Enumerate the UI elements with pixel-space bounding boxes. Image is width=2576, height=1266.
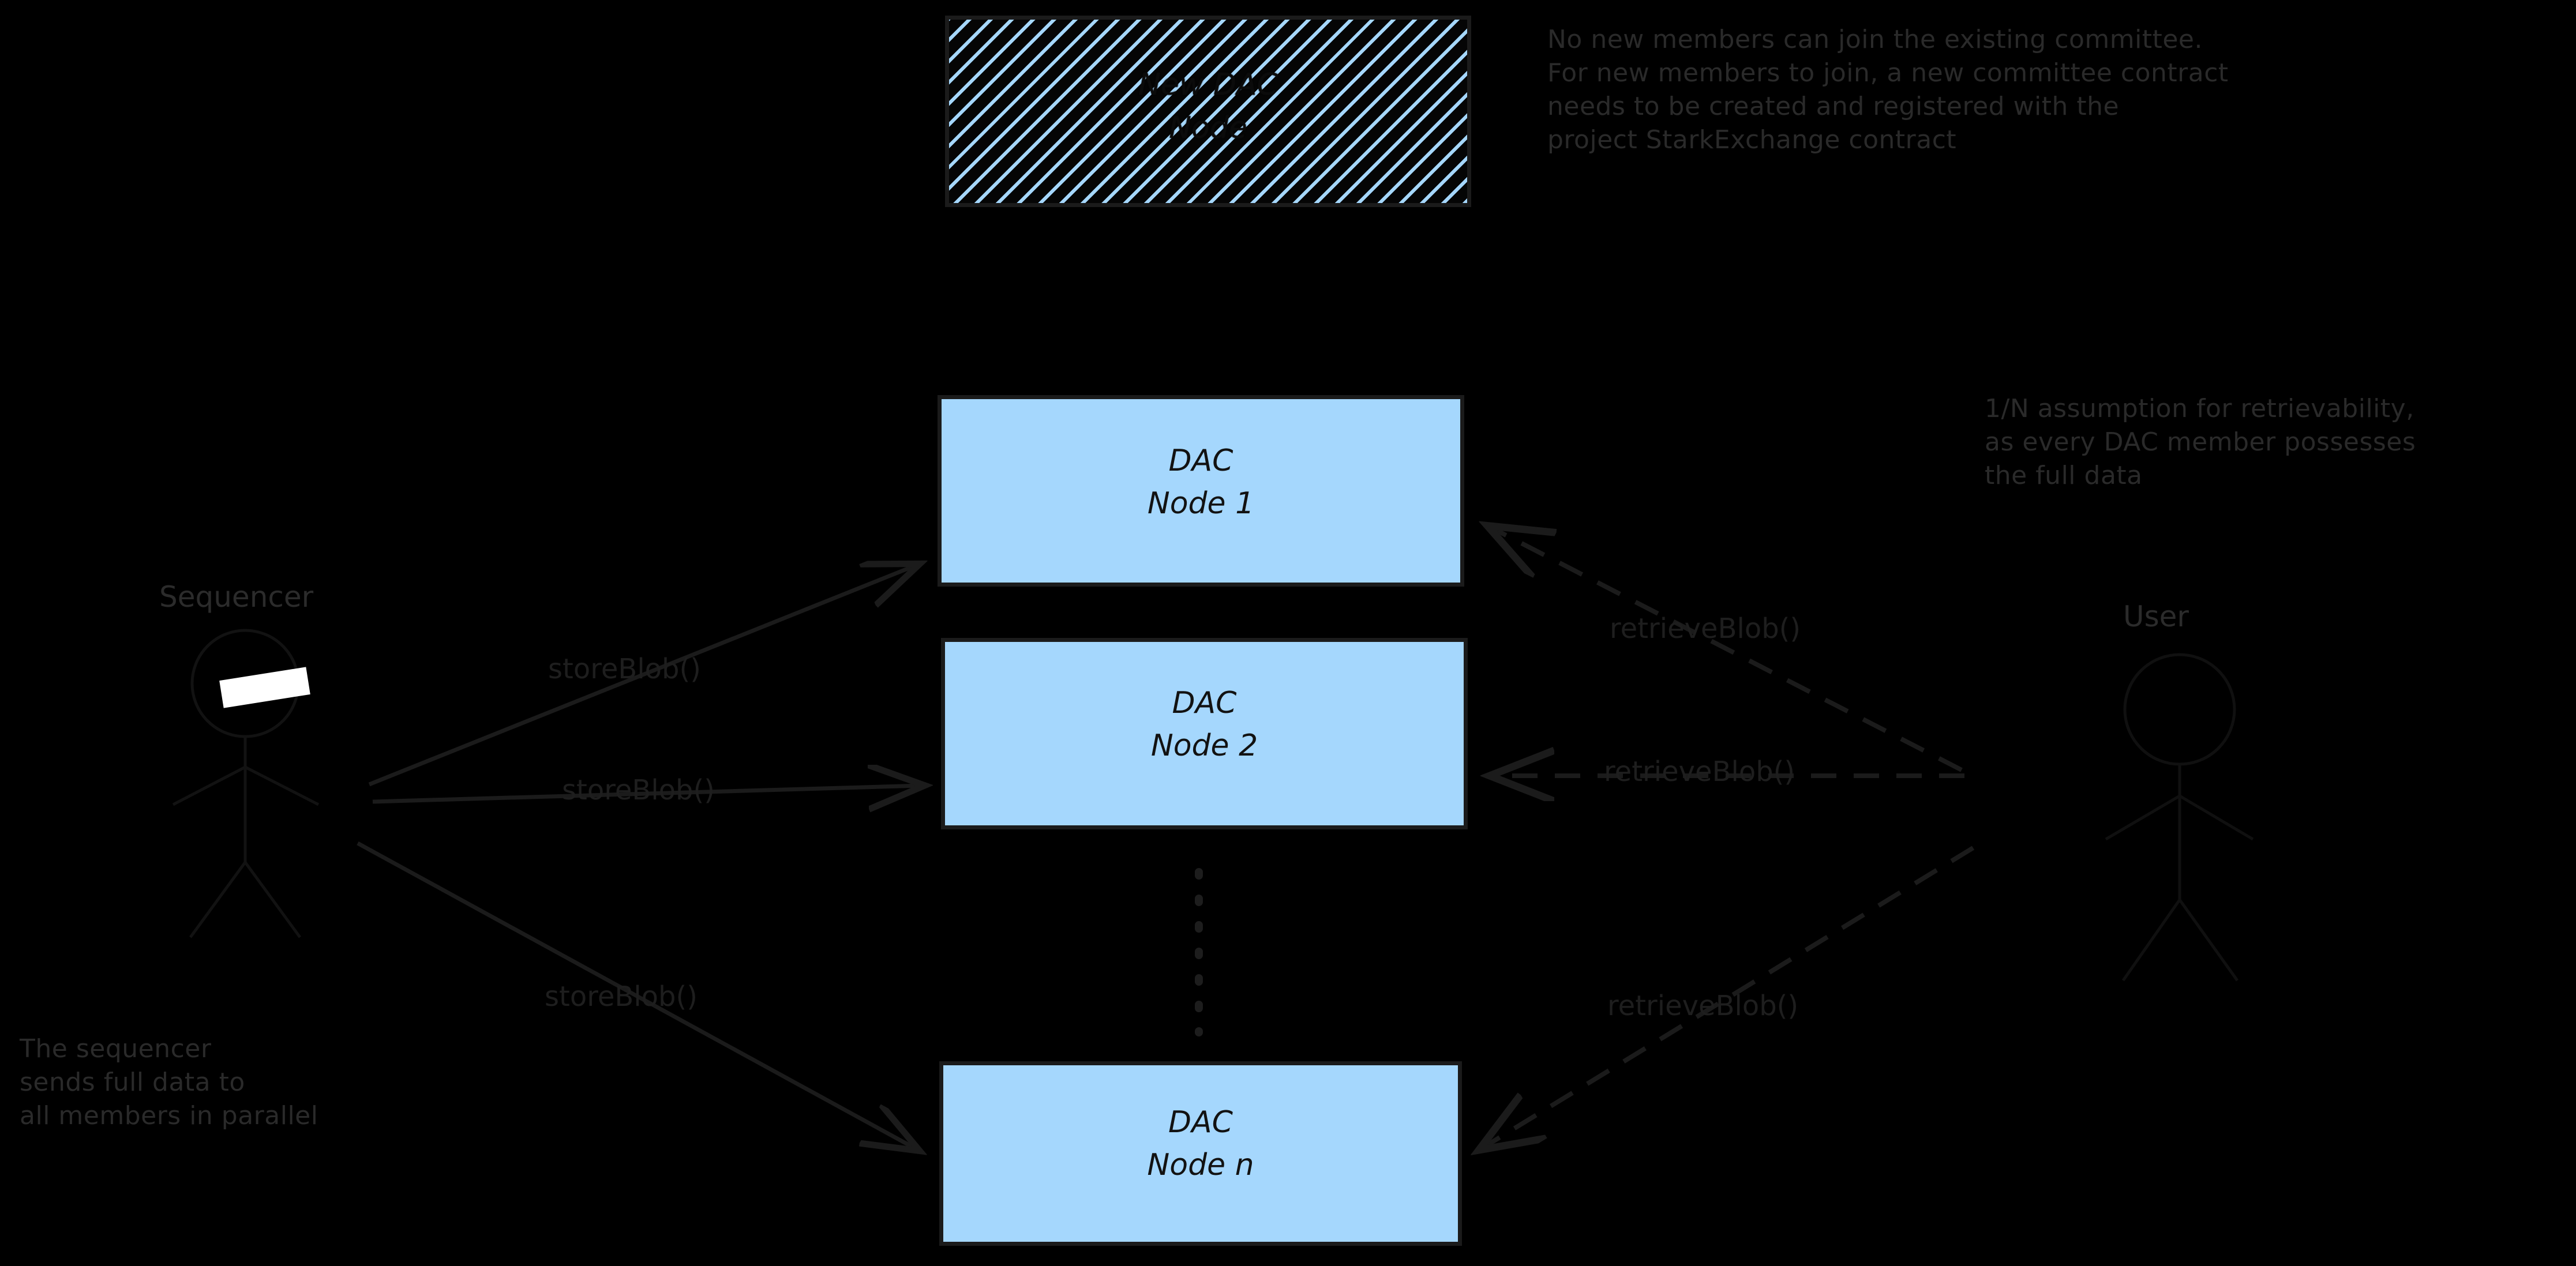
- dac-node-2-line2: Node 2: [1150, 728, 1258, 763]
- store-blob-label-n: storeBlob(): [545, 981, 698, 1013]
- dac-node-2-box[interactable]: [941, 638, 1468, 829]
- dac-node-1-line1: DAC: [1168, 444, 1233, 478]
- committee-annotation: No new members can join the existing com…: [1547, 25, 2229, 155]
- dac-node-1-label: DAC Node 1: [938, 440, 1464, 525]
- retrieve-blob-arrow-1: [1491, 528, 1963, 772]
- dac-node-n-line1: DAC: [1168, 1105, 1233, 1140]
- dac-node-1-line2: Node 1: [1147, 486, 1255, 521]
- dac-node-n-box[interactable]: [939, 1061, 1462, 1246]
- sequencer-annotation: The sequencer sends full data to all mem…: [20, 1034, 318, 1131]
- user-label: User: [2123, 600, 2189, 633]
- retrieve-blob-label-2: retrieveBlob(): [1604, 756, 1795, 788]
- new-dac-node-line2: Node: [1169, 111, 1247, 146]
- user-figure: [2105, 653, 2254, 982]
- new-dac-node-line1: New DAC: [1138, 67, 1278, 102]
- retrieve-blob-label-n: retrieveBlob(): [1607, 990, 1799, 1022]
- retrieve-blob-label-1: retrieveBlob(): [1610, 613, 1801, 645]
- new-dac-node-label: New DAC Node: [945, 63, 1471, 151]
- store-blob-label-2: storeBlob(): [562, 774, 715, 806]
- dac-node-n-line2: Node n: [1147, 1147, 1254, 1182]
- dac-node-2-label: DAC Node 2: [941, 682, 1468, 768]
- sequencer-laptop-icon: [219, 667, 310, 708]
- sequencer-label: Sequencer: [159, 580, 314, 614]
- dac-node-n-label: DAC Node n: [939, 1102, 1462, 1187]
- new-dac-node-box[interactable]: [945, 16, 1471, 207]
- dac-node-2-line1: DAC: [1172, 686, 1237, 720]
- retrievability-annotation: 1/N assumption for retrievability, as ev…: [1985, 394, 2416, 491]
- dac-node-1-box[interactable]: [938, 395, 1464, 587]
- store-blob-label-1: storeBlob(): [548, 653, 701, 685]
